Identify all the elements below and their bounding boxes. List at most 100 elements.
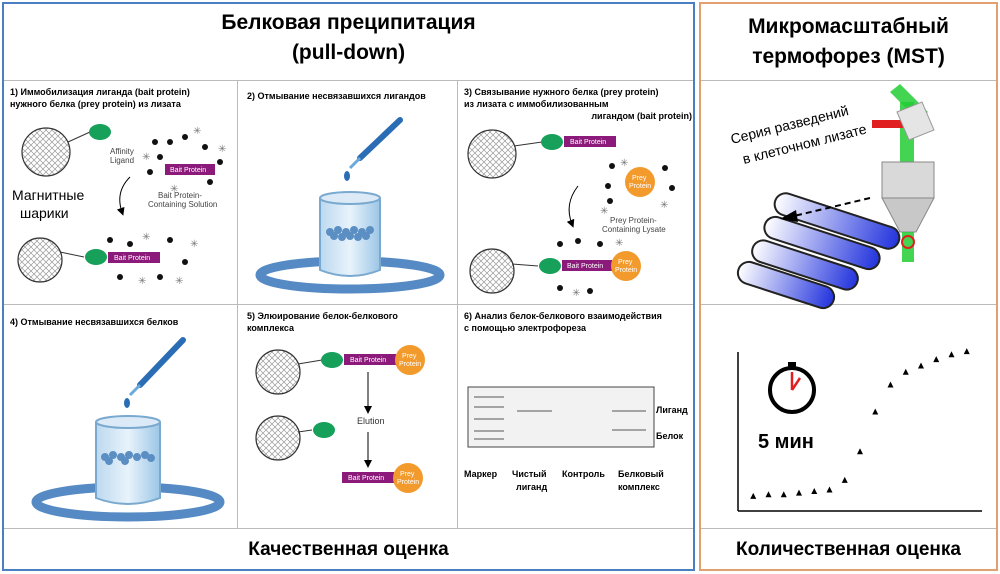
chart-point-3 (780, 491, 787, 498)
grid-bottom-line (4, 528, 693, 529)
mst-mid-line (701, 304, 996, 305)
panel1-caption: 1) Иммобилизация лиганда (bait protein) … (10, 86, 235, 110)
magnetic-bead-6 (255, 415, 301, 461)
panel1-caption-line1: 1) Иммобилизация лиганда (bait protein) (10, 87, 190, 97)
prey-lysate-label-1: Prey Protein- (610, 216, 657, 225)
unbound-particles-1: ✳✳ ✳✳ (107, 232, 198, 287)
bait-solution-label-1: Bait Protein- (158, 191, 202, 200)
prey-protein-label-2: Protein (615, 267, 637, 274)
magnetic-bead-5 (255, 349, 301, 395)
svg-text:✳: ✳ (175, 276, 183, 287)
mirror-icon (896, 101, 935, 141)
affinity-ligand-3 (541, 134, 563, 150)
bait-protein-label-3: Bait Protein (570, 139, 606, 146)
bait-protein-tag-2 (108, 252, 160, 263)
panel1-diagram: Affinity Ligand ✳✳ ✳✳ Bait Protein Bait … (12, 124, 226, 287)
chart-point-9 (872, 408, 879, 415)
affinity-ligand-6 (313, 422, 335, 438)
chart-point-10 (887, 381, 894, 388)
prey-protein-4 (393, 463, 423, 493)
pulldown-title: Белковая преципитация (pull-down) (2, 8, 695, 68)
panel3-caption-line1: 3) Связывание нужного белка (prey protei… (464, 87, 659, 97)
svg-text:✳: ✳ (572, 288, 580, 299)
svg-text:✳: ✳ (142, 232, 150, 243)
chart-point-14 (948, 351, 955, 358)
prey-label-2: Prey (618, 259, 633, 266)
prey-label-1: Prey (632, 175, 647, 182)
affinity-ligand-5 (321, 352, 343, 368)
panel3-caption-line3: лигандом (bait protein) (591, 111, 692, 121)
gel-ligand-label: Лиганд (656, 405, 688, 415)
chart-points (750, 348, 970, 499)
gel-control-label: Контроль (562, 469, 605, 479)
magnetic-beads-label-2: шарики (20, 205, 69, 221)
panel3-caption: 3) Связывание нужного белка (prey protei… (464, 86, 692, 122)
prey-protein-1 (625, 167, 655, 197)
affinity-ligand-2 (85, 249, 107, 265)
grid-col1-line (237, 80, 238, 528)
bait-protein-label-1: Bait Protein (170, 167, 206, 174)
magnetic-bead-2 (17, 237, 63, 283)
panel4-caption-line1: 4) Отмывание несвязавшихся белков (10, 317, 179, 327)
prey-lysate-label-2: Containing Lysate (602, 225, 666, 234)
svg-text:✳: ✳ (193, 126, 201, 137)
gel-bands (474, 396, 646, 440)
ir-laser-icon (872, 120, 912, 128)
panel6-caption-line1: 6) Анализ белок-белкового взаимодействия (464, 311, 662, 321)
gel-slab (467, 386, 655, 448)
prey-protein-label-1: Protein (629, 183, 651, 190)
mst-binding-chart: 5 мин (737, 348, 982, 512)
prey-protein-label-3: Protein (399, 361, 421, 368)
elution-label: Elution (357, 416, 385, 426)
svg-text:✳: ✳ (615, 238, 623, 249)
chart-point-5 (811, 488, 818, 495)
magnetic-bead-4 (469, 248, 515, 294)
bait-protein-label-5: Bait Protein (350, 357, 386, 364)
panel4-caption: 4) Отмывание несвязавшихся белков (10, 316, 235, 328)
gel-pure-label-1: Чистый (512, 469, 547, 479)
bait-solution-label-2: Containing Solution (148, 200, 217, 209)
bait-protein-tag-3 (564, 136, 616, 147)
mst-title: Микромасштабный термофорез (MST) (699, 12, 998, 72)
grid-mid-line (4, 304, 693, 305)
chart-point-2 (765, 491, 772, 498)
mst-frame (699, 2, 998, 571)
gel-marker-label: Маркер (464, 469, 498, 479)
gel-protein-label: Белок (656, 431, 684, 441)
svg-text:✳: ✳ (170, 184, 178, 195)
gel-complex-label-1: Белковый (618, 469, 664, 479)
quantitative-footer: Количественная оценка (736, 539, 961, 560)
droplet-icon-2 (124, 398, 130, 408)
affinity-ligand-1 (89, 124, 111, 140)
capillary-tubes (736, 192, 901, 310)
bait-protein-label-6: Bait Protein (348, 475, 384, 482)
panel5-caption-line2: комплекса (247, 323, 294, 333)
bait-protein-tag-4 (562, 260, 612, 271)
panel6-gel-diagram: Лиганд Белок Маркер Чистый лиганд Контро… (464, 386, 688, 492)
prey-lysate-cluster: ✳✳ ✳ (600, 158, 675, 217)
grid-top-line (4, 80, 693, 81)
panel6-caption: 6) Анализ белок-белкового взаимодействия… (464, 310, 692, 334)
pulldown-title-line2: (pull-down) (291, 41, 406, 64)
prey-protein-2 (611, 251, 641, 281)
magnetic-beads-label-1: Магнитные (12, 187, 84, 203)
panel5-caption: 5) Элюирование белок-белкового комплекса (247, 310, 452, 334)
panel1-caption-line2: нужного белка (prey protein) из лизата (10, 99, 181, 109)
gel-complex-label-2: комплекс (618, 482, 660, 492)
panel6-caption-line2: с помощью электрофореза (464, 323, 587, 333)
svg-text:✳: ✳ (138, 276, 146, 287)
panel2-caption-line1: 2) Отмывание несвязавшихся лигандов (247, 91, 426, 101)
svg-text:✳: ✳ (142, 152, 150, 163)
panel3-diagram: Bait Protein ✳✳ ✳ Prey Protein Prey Prot… (467, 129, 675, 299)
panel2-caption: 2) Отмывание несвязавшихся лигандов (247, 90, 452, 102)
qualitative-footer: Качественная оценка (248, 539, 449, 560)
bait-protein-tag-6 (342, 472, 394, 483)
panel2-diagram (255, 117, 445, 294)
gel-pure-label-2: лиганд (516, 482, 547, 492)
chart-point-13 (933, 356, 940, 363)
magnetic-bead-1 (21, 127, 71, 177)
bait-protein-tag-5 (344, 354, 396, 365)
mst-top-line (701, 80, 996, 81)
chart-point-1 (750, 492, 757, 499)
mst-bottom-line (701, 528, 996, 529)
